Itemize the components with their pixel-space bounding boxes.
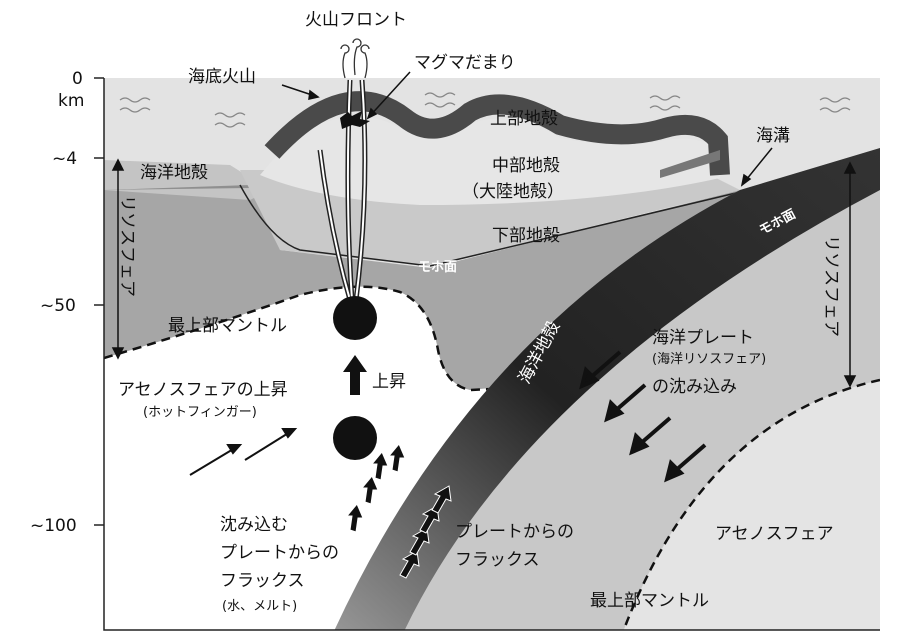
moho-line — [239, 184, 741, 267]
label-flux-plate-1: プレートからの — [455, 522, 574, 542]
label-lithosphere-left: リソスフェア — [117, 195, 137, 297]
label-oceanic-plate: 海洋プレート — [652, 328, 754, 348]
tick-4: ~4 — [52, 149, 77, 169]
tick-50: ~50 — [40, 296, 76, 316]
lithosphere-boundary-right — [622, 378, 880, 630]
magma-chamber-shape — [340, 111, 370, 129]
hot-finger-arrows-icon — [189, 428, 298, 476]
magma-diapir — [333, 296, 377, 340]
lithosphere-range-arrow-left — [111, 158, 125, 360]
label-trench: 海溝 — [756, 126, 790, 146]
upper-crust — [264, 91, 730, 176]
tick-100: ~100 — [30, 516, 77, 536]
label-continental-crust: （大陸地殻） — [462, 182, 564, 202]
tick-unit: km — [58, 91, 84, 111]
ascent-arrow-icon — [343, 355, 367, 395]
oceanic-crust-left — [104, 160, 270, 200]
pointer-magma-chamber — [367, 71, 411, 119]
label-uppermost-mantle: 最上部マントル — [168, 316, 287, 336]
flux-arrows-icon — [345, 443, 452, 579]
label-subduction: の沈み込み — [652, 377, 737, 397]
label-volcanic-front: 火山フロント — [305, 10, 407, 30]
label-oceanic-lithosphere: (海洋リソスフェア) — [652, 352, 766, 367]
label-flux-slab-1: 沈み込む — [220, 515, 288, 535]
label-flux-slab-2: プレートからの — [220, 543, 339, 563]
label-magma-chamber: マグマだまり — [414, 53, 516, 73]
label-hot-finger: (ホットフィンガー) — [143, 405, 257, 420]
wave-marks — [119, 92, 851, 128]
label-ascent: 上昇 — [372, 372, 406, 392]
label-flux-plate-2: フラックス — [455, 550, 540, 570]
label-asthenosphere: アセノスフェア — [715, 524, 834, 544]
label-oceanic-crust: 海洋地殻 — [140, 163, 208, 183]
label-flux-slab-3: フラックス — [220, 571, 305, 591]
label-asthenosphere-upwelling: アセノスフェアの上昇 — [118, 380, 288, 400]
label-lower-crust: 下部地殻 — [492, 226, 560, 246]
label-moho-left: モホ面 — [418, 260, 457, 275]
label-submarine-volcano: 海底火山 — [188, 67, 256, 87]
middle-crust — [260, 116, 720, 205]
label-flux-slab-4: (水、メルト) — [222, 599, 297, 614]
magma-diapir — [333, 416, 377, 460]
subduction-arrows-icon — [579, 350, 707, 483]
lithosphere-boundary-left — [104, 285, 511, 392]
asthenosphere-right — [623, 380, 880, 630]
label-lithosphere-right: リソスフェア — [821, 235, 841, 337]
slab-crust — [334, 148, 880, 630]
label-middle-crust: 中部地殻 — [492, 156, 560, 176]
volcanic-smoke-icon — [340, 38, 370, 79]
tick-0: 0 — [72, 69, 83, 89]
label-upper-crust: 上部地殻 — [490, 109, 558, 129]
axis-frame — [103, 78, 880, 631]
label-uppermost-mantle-bottom: 最上部マントル — [590, 591, 709, 611]
lithosphere-range-arrow-right — [843, 161, 857, 388]
